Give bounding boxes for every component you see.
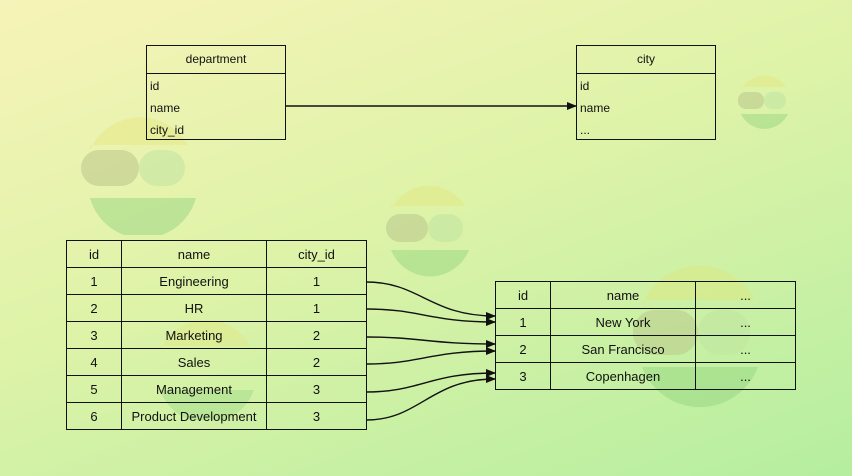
cell-name: New York	[550, 308, 696, 336]
row-link-arrow	[365, 336, 496, 348]
cell-name: Copenhagen	[550, 362, 696, 390]
cell-id: 3	[495, 362, 551, 390]
department-field-name: name	[150, 101, 181, 115]
cell-name: Management	[121, 375, 267, 403]
city-field-name: name	[580, 101, 611, 115]
city-field-id: id	[580, 79, 590, 93]
cell-name: Product Development	[121, 402, 267, 430]
city-table: id name ... 1 New York ... 2 San Francis…	[495, 281, 796, 390]
cell-name: HR	[121, 294, 267, 322]
table-row: 3 Copenhagen ...	[495, 362, 796, 390]
department-field-id: id	[150, 79, 160, 93]
column-header-name: name	[550, 281, 696, 309]
table-row: 2 HR 1	[66, 294, 367, 322]
cell-more: ...	[695, 308, 796, 336]
city-entity: city id name ...	[576, 45, 716, 140]
column-header-city-id: city_id	[266, 240, 367, 268]
department-field-city-id: city_id	[150, 123, 185, 137]
cell-city-id: 3	[266, 402, 367, 430]
row-link-arrow	[365, 369, 496, 393]
cell-city-id: 2	[266, 348, 367, 376]
department-table: id name city_id 1 Engineering 1 2 HR 1 3…	[66, 240, 367, 430]
department-entity: department id name city_id	[146, 45, 286, 140]
column-header-id: id	[495, 281, 551, 309]
table-row: 1 New York ...	[495, 308, 796, 336]
department-entity-title: department	[147, 46, 285, 74]
row-link-arrow	[365, 308, 496, 326]
cell-more: ...	[695, 335, 796, 363]
cell-more: ...	[695, 362, 796, 390]
table-row: 3 Marketing 2	[66, 321, 367, 349]
row-link-arrow	[365, 347, 496, 365]
cell-id: 2	[495, 335, 551, 363]
city-field-more: ...	[580, 123, 591, 137]
column-header-id: id	[66, 240, 122, 268]
table-row: 5 Management 3	[66, 375, 367, 403]
column-header-more: ...	[695, 281, 796, 309]
cell-id: 1	[495, 308, 551, 336]
city-table-header: id name ...	[495, 281, 796, 309]
table-row: 6 Product Development 3	[66, 402, 367, 430]
cell-city-id: 3	[266, 375, 367, 403]
city-entity-title: city	[577, 46, 715, 74]
cell-city-id: 2	[266, 321, 367, 349]
row-link-arrow	[365, 281, 496, 320]
table-row: 4 Sales 2	[66, 348, 367, 376]
department-table-header: id name city_id	[66, 240, 367, 268]
cell-city-id: 1	[266, 294, 367, 322]
cell-city-id: 1	[266, 267, 367, 295]
cell-id: 2	[66, 294, 122, 322]
cell-id: 6	[66, 402, 122, 430]
row-link-arrow	[365, 375, 496, 421]
